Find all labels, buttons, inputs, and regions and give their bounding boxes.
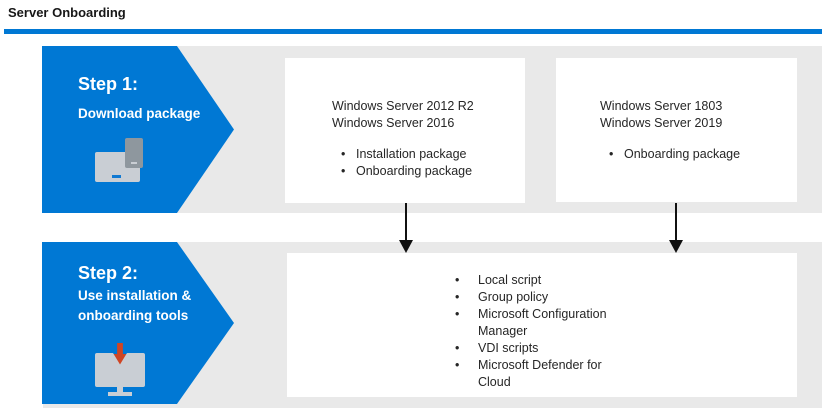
phone-home-bar	[131, 162, 137, 164]
package-list: Installation package Onboarding package	[332, 146, 525, 180]
devices-icon	[95, 138, 147, 184]
down-arrow-connector	[669, 203, 683, 253]
os-name: Windows Server 1803	[600, 99, 723, 113]
os-name: Windows Server 2019	[600, 116, 723, 130]
list-item: VDI scripts	[455, 340, 625, 357]
list-item: Onboarding package	[332, 163, 525, 180]
server-2012-2016-box: Windows Server 2012 R2 Windows Server 20…	[285, 58, 525, 203]
down-arrow-connector	[399, 203, 413, 253]
os-name: Windows Server 2016	[332, 116, 455, 130]
step1-description: Download package	[78, 106, 201, 121]
monitor-base	[108, 392, 132, 396]
arrow-head	[399, 240, 413, 253]
tablet-home-bar	[112, 175, 121, 178]
arrow-shaft	[675, 203, 677, 241]
server-1803-2019-box: Windows Server 1803 Windows Server 2019 …	[556, 58, 797, 202]
list-item: Group policy	[455, 289, 625, 306]
list-item: Microsoft Defender for Cloud	[455, 357, 625, 391]
arrow-shaft	[405, 203, 407, 241]
page-title: Server Onboarding	[8, 5, 126, 20]
arrow-head	[669, 240, 683, 253]
list-item: Onboarding package	[600, 146, 797, 163]
monitor-download-icon	[95, 338, 155, 398]
step2-description-line: onboarding tools	[78, 308, 189, 323]
step1-label: Step 1:	[78, 74, 139, 94]
step2-description: Use installation & onboarding tools	[78, 286, 191, 326]
os-name: Windows Server 2012 R2	[332, 99, 474, 113]
phone-icon	[125, 138, 143, 168]
tools-list: Local script Group policy Microsoft Conf…	[455, 272, 625, 391]
list-item: Local script	[455, 272, 625, 289]
monitor-stand	[117, 387, 123, 393]
package-list: Onboarding package	[600, 146, 797, 163]
list-item: Microsoft Configuration Manager	[455, 306, 625, 340]
list-item: Installation package	[332, 146, 525, 163]
step2-description-line: Use installation &	[78, 288, 192, 303]
step2-label: Step 2:	[78, 263, 139, 283]
onboarding-tools-box: Local script Group policy Microsoft Conf…	[287, 253, 797, 397]
title-underline	[4, 29, 822, 34]
